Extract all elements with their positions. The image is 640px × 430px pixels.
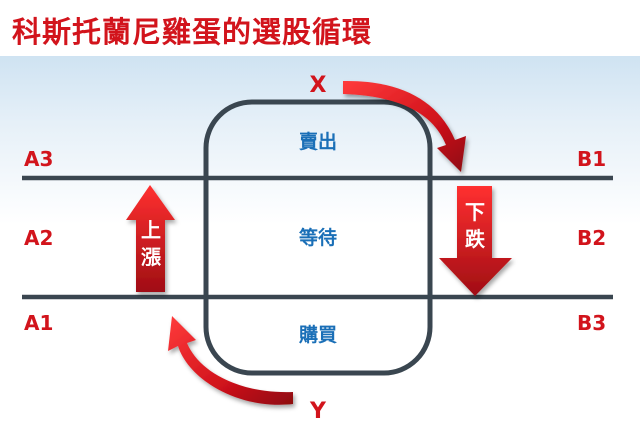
diagram-panel [0,56,640,430]
fall-arrow-label-2: 跌 [465,227,486,251]
label-a1: A1 [24,311,53,335]
label-a2: A2 [24,226,53,250]
curved-arrow-top-right-icon [343,80,466,172]
label-b3: B3 [577,311,606,335]
label-a3: A3 [24,147,53,171]
zone-buy-label: 購買 [299,323,337,346]
rise-arrow-label-1: 上 [141,218,161,242]
page-title: 科斯托蘭尼雞蛋的選股循環 [12,15,373,49]
curved-arrow-bottom-left-icon [168,316,293,405]
point-y-label: Y [309,399,327,424]
label-b1: B1 [577,147,606,171]
label-b2: B2 [577,226,606,250]
rise-arrow-label-2: 漲 [141,245,162,269]
header: 科斯托蘭尼雞蛋的選股循環 [0,0,640,56]
egg-cycle-outline [203,99,433,376]
fall-arrow-icon [439,186,512,296]
fall-arrow-label-1: 下 [465,200,485,224]
rise-arrow-icon [126,185,175,292]
point-x-label: X [310,73,327,98]
zone-sell-label: 賣出 [299,130,337,153]
zone-wait-label: 等待 [298,226,337,249]
